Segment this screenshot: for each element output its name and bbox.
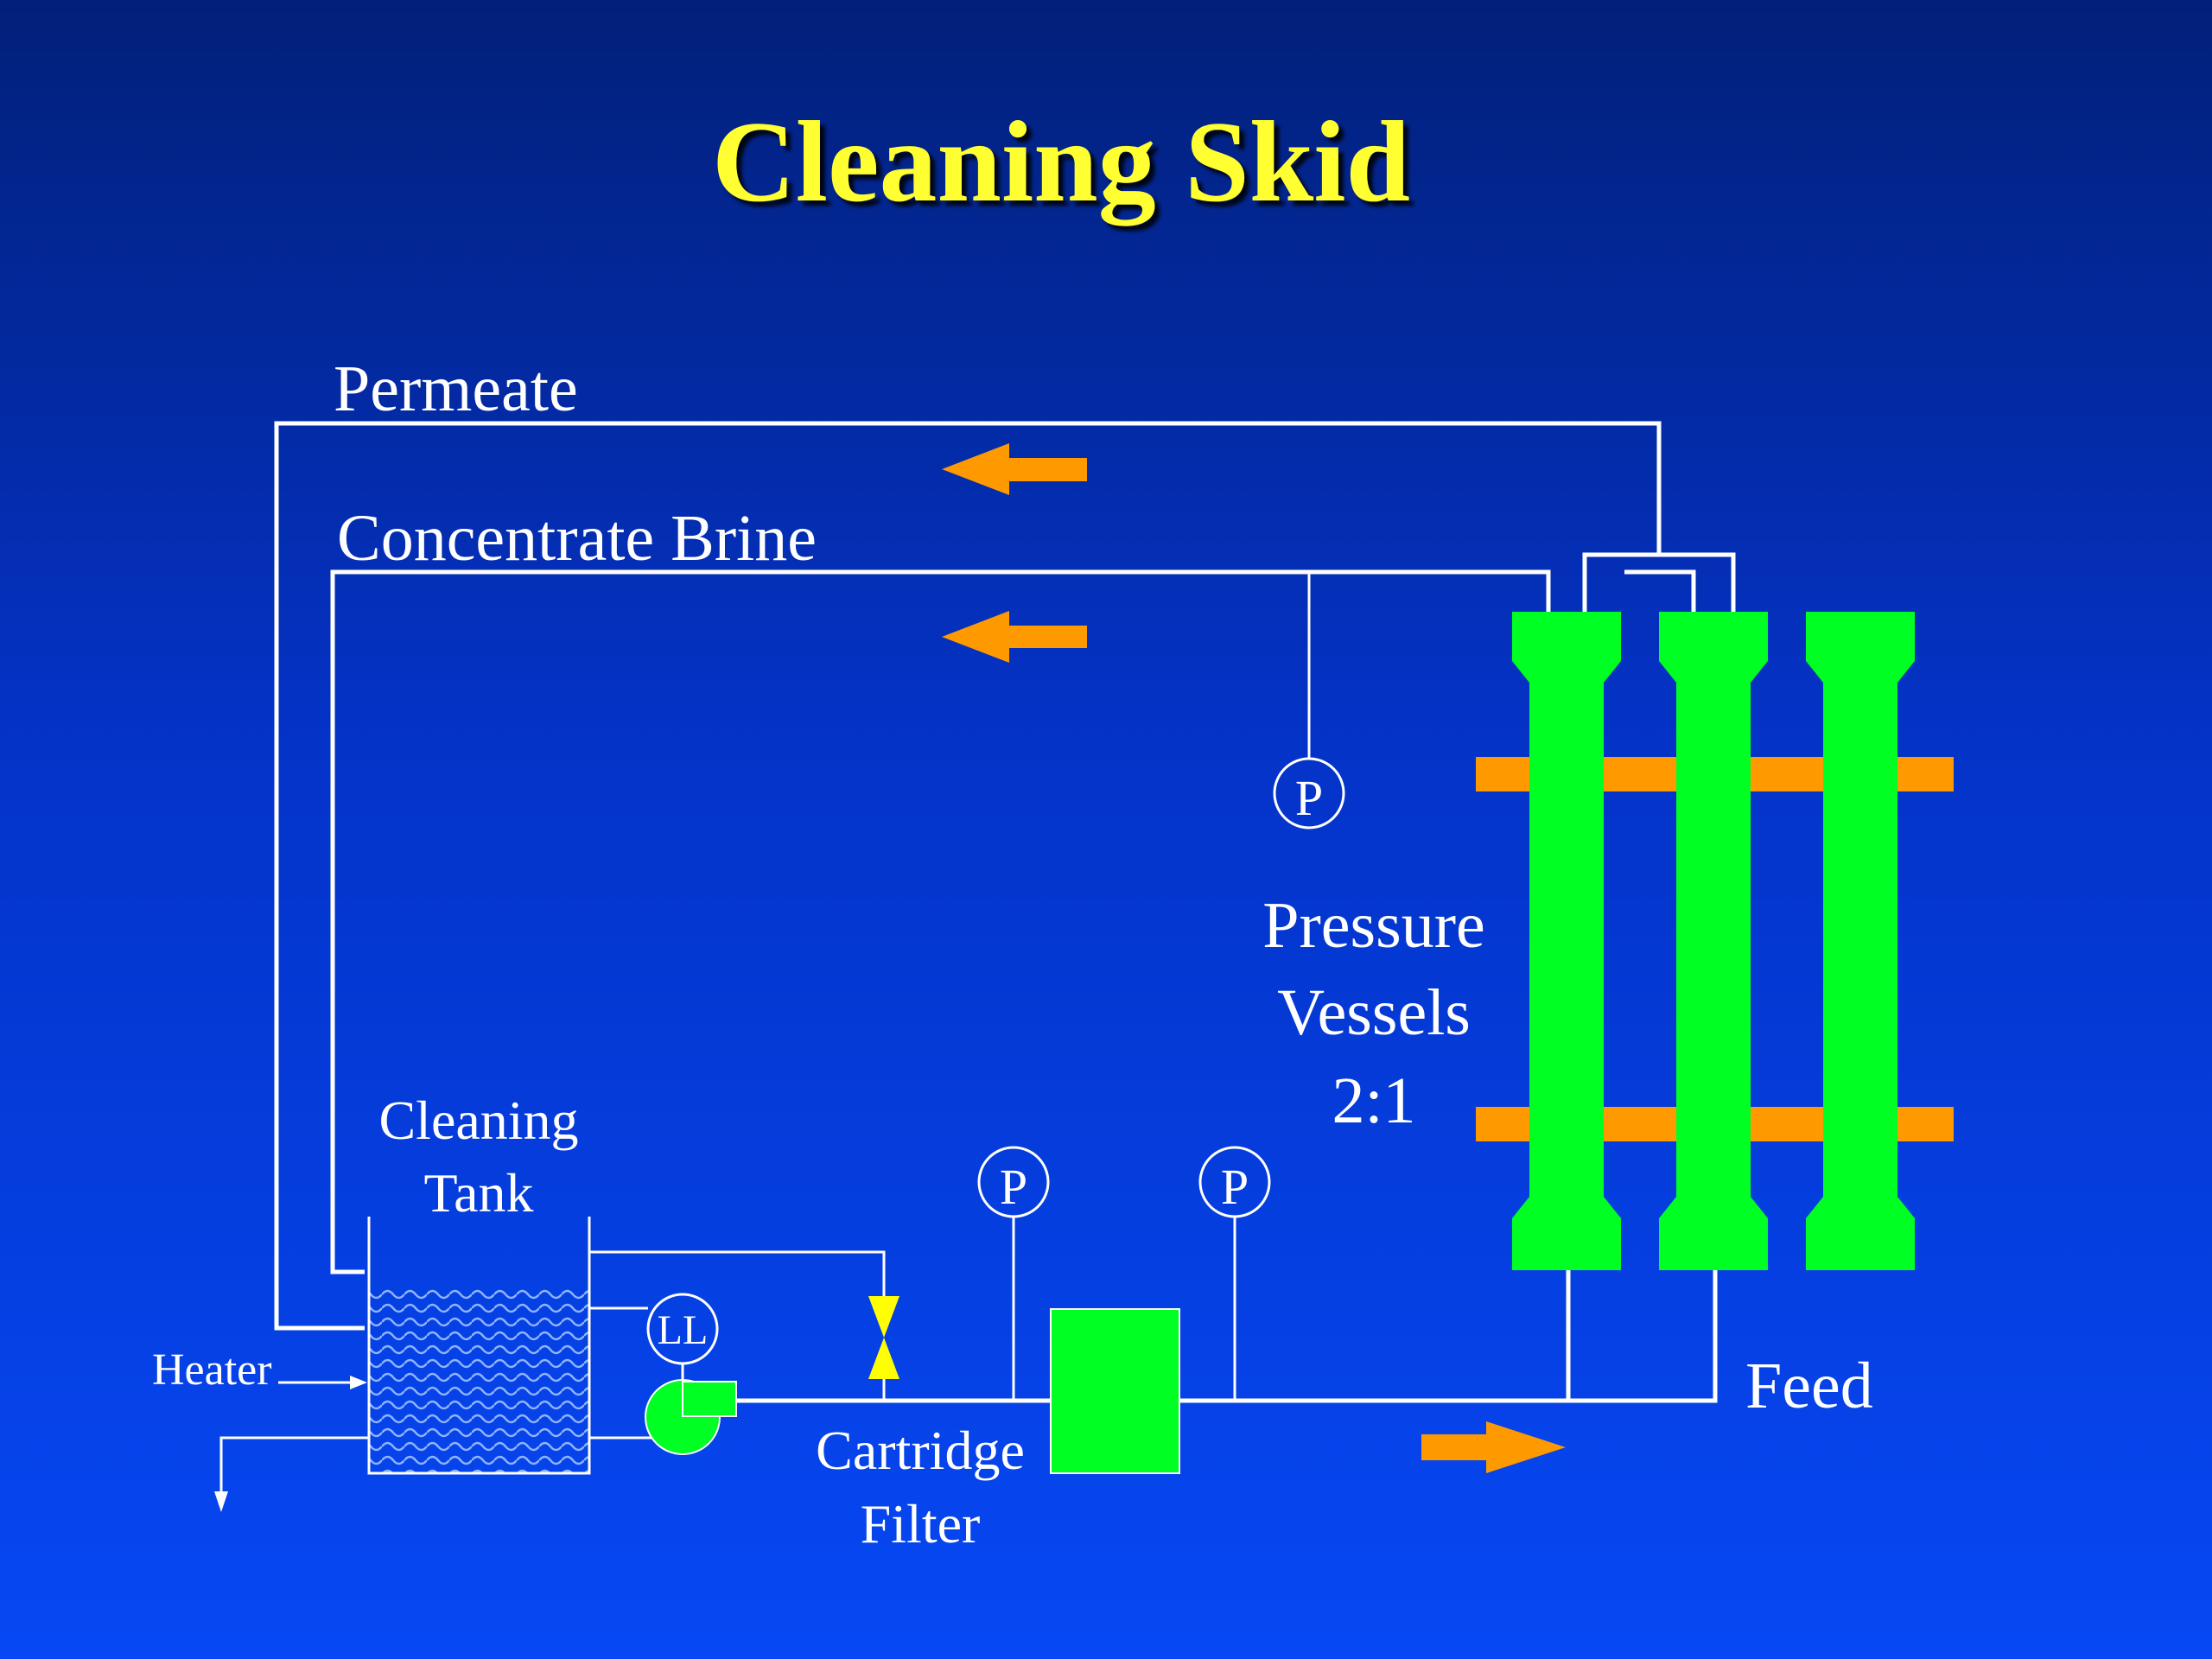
permeate-flow-arrow: [942, 443, 1087, 495]
gauge-label: P: [1295, 770, 1323, 826]
concentrate-flow-arrow: [942, 611, 1087, 663]
svg-text:Cleaning: Cleaning: [378, 1090, 578, 1151]
svg-text:Pressure: Pressure: [1262, 889, 1485, 962]
valve-icon: [868, 1296, 899, 1338]
filter-outlet-pressure-gauge: P: [1198, 1146, 1271, 1218]
concentrate-pipe: [330, 569, 1551, 1274]
bypass-pipe: [589, 1250, 886, 1296]
concentrate-label: Concentrate Brine: [337, 502, 817, 575]
vessel-interconnect-pipe: [1582, 552, 1736, 613]
svg-text:Tank: Tank: [423, 1162, 533, 1224]
slide-title: Cleaning Skid: [712, 98, 1410, 226]
pressure-vessels-label: Pressure Vessels 2:1: [1262, 889, 1485, 1137]
feed-label: Feed: [1745, 1350, 1873, 1422]
gauge-circle: [1273, 757, 1345, 830]
cleaning-tank: [367, 1217, 591, 1475]
pump-discharge-icon: [682, 1381, 737, 1417]
level-indicator: LL: [646, 1293, 719, 1365]
svg-text:LL: LL: [658, 1307, 709, 1353]
vessel-outlet-pipe: [1624, 569, 1696, 613]
pressure-vessel: [1512, 612, 1621, 1270]
pump: [645, 1379, 737, 1455]
svg-text:P: P: [1221, 1159, 1249, 1215]
feed-flow-arrow: [1421, 1421, 1566, 1473]
pressure-vessel: [1659, 612, 1768, 1270]
cleaning-tank-label: Cleaning Tank: [378, 1090, 578, 1224]
pump-discharge-pressure-gauge: P: [977, 1146, 1050, 1218]
drain-pipe: [219, 1436, 369, 1497]
gauge-circle: [977, 1146, 1050, 1218]
heater-arrow-icon: [350, 1376, 367, 1389]
svg-text:Cartridge: Cartridge: [816, 1420, 1025, 1481]
svg-text:2:1: 2:1: [1332, 1065, 1415, 1137]
pressure-vessel: [1806, 612, 1915, 1270]
drain-arrow-icon: [214, 1491, 228, 1512]
tank-water: [369, 1289, 589, 1473]
heater-label: Heater: [152, 1345, 272, 1395]
svg-text:Filter: Filter: [861, 1493, 981, 1554]
svg-text:P: P: [1000, 1159, 1027, 1215]
permeate-label: Permeate: [334, 353, 578, 425]
svg-text:Vessels: Vessels: [1277, 976, 1471, 1049]
gauge-circle: [1198, 1146, 1271, 1218]
cartridge-filter: [1050, 1308, 1180, 1474]
permeate-pipe: [274, 421, 1662, 1331]
concentrate-pressure-gauge: P: [1273, 757, 1345, 830]
feed-pipe: [1179, 1270, 1718, 1403]
valve-icon: [868, 1338, 899, 1379]
cartridge-filter-label: Cartridge Filter: [816, 1420, 1025, 1554]
